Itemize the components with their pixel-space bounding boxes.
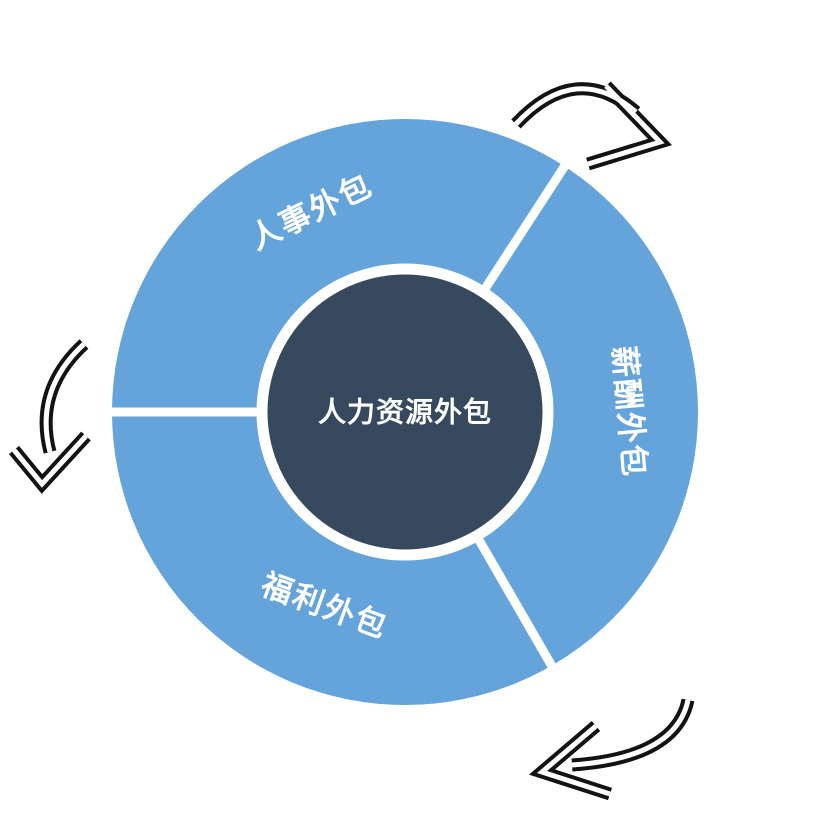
center-label: 人力资源外包: [318, 396, 492, 427]
center-circle: [256, 263, 554, 561]
arrow-bottom-right-icon: [528, 698, 695, 801]
rotation-arrows: [8, 81, 695, 801]
arrow-left-icon: [8, 339, 91, 494]
arrow-top-right-icon: [511, 81, 673, 171]
